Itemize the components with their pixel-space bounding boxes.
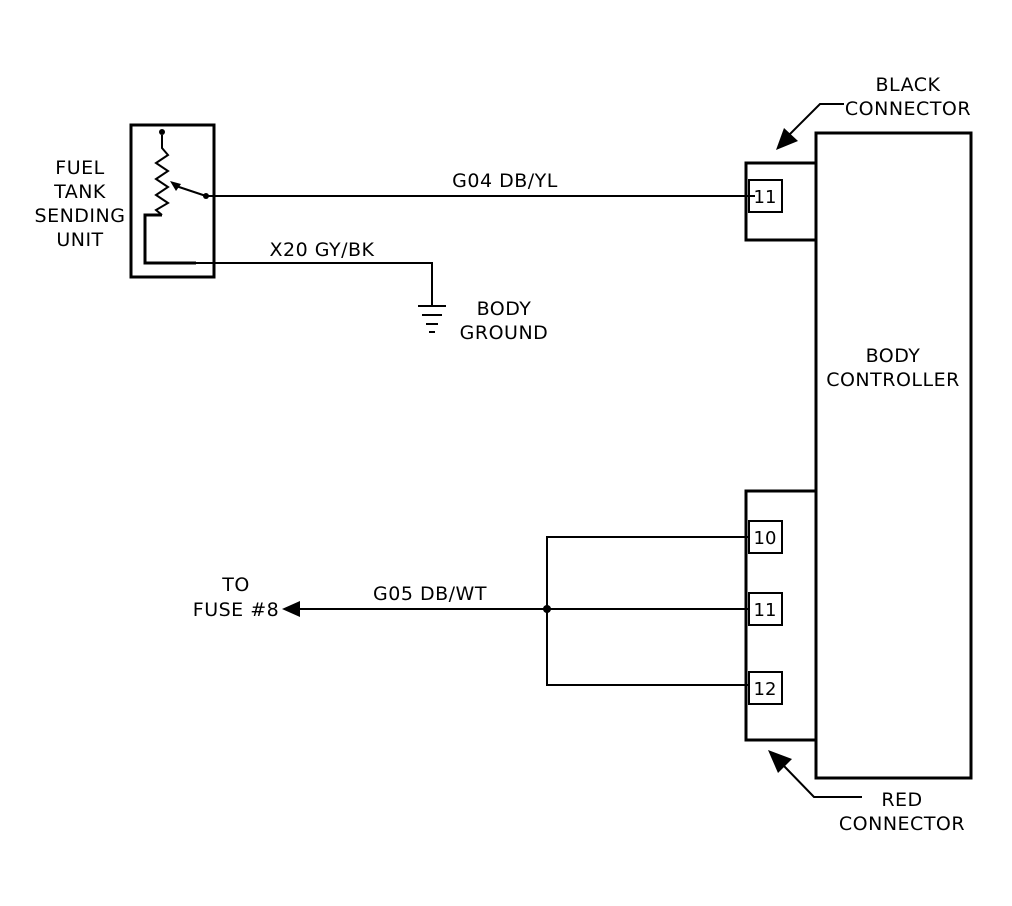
- wire-g05-branches: [546, 536, 749, 686]
- wire-g04-label: G04 DB/YL: [452, 170, 558, 192]
- wire-x20: [196, 262, 433, 306]
- sending-unit-label-line1: FUEL: [55, 157, 104, 179]
- sending-unit-label-line4: UNIT: [56, 229, 103, 251]
- body-controller-label-line1: BODY: [866, 345, 921, 367]
- body-controller: [814, 131, 973, 780]
- red-connector-label-line2: CONNECTOR: [839, 813, 965, 835]
- black-connector-body: [744, 161, 816, 242]
- sending-unit-housing: [129, 123, 216, 279]
- red-connector: 10 11 12: [744, 489, 816, 742]
- internal-ground-path: [143, 213, 196, 265]
- black-connector-pin-11-label: 11: [754, 187, 777, 208]
- wire-g05-label: G05 DB/WT: [373, 583, 487, 605]
- wire-x20-label: X20 GY/BK: [269, 239, 374, 261]
- resistor-wiper: [175, 185, 207, 197]
- resistor-zigzag: [154, 135, 170, 216]
- arrow-left-icon: [282, 601, 300, 617]
- red-connector-pin-11-label: 11: [754, 600, 777, 621]
- wiper-arrow-icon: [170, 181, 181, 191]
- splice-icon: [543, 605, 551, 613]
- red-connector-pin-12-label: 12: [754, 679, 777, 700]
- red-connector-arrow-icon: [768, 750, 792, 773]
- black-connector-label-line1: BLACK: [876, 74, 941, 96]
- ground-icon: [418, 305, 446, 333]
- body-controller-label-line2: CONTROLLER: [826, 369, 960, 391]
- red-connector-body: [744, 489, 816, 742]
- red-connector-label-line1: RED: [881, 789, 922, 811]
- black-connector-label-line2: CONNECTOR: [845, 98, 971, 120]
- red-connector-pin-10-label: 10: [754, 528, 777, 549]
- sending-unit-label-line2: TANK: [53, 181, 106, 203]
- sending-unit-label-line3: SENDING: [35, 205, 126, 227]
- body-ground-label-line2: GROUND: [460, 322, 549, 344]
- red-connector-pointer: [768, 750, 862, 798]
- sending-unit-label: FUEL TANK SENDING UNIT: [35, 157, 126, 251]
- body-ground-label-line1: BODY: [477, 298, 532, 320]
- red-connector-pin-12: [748, 671, 783, 705]
- fuel-tank-sending-unit: [129, 123, 216, 279]
- resistor-top-terminal: [159, 129, 165, 135]
- fuse-label-line1: TO: [221, 574, 250, 596]
- wire-g05: [282, 536, 749, 686]
- black-connector-arrow-icon: [776, 128, 798, 150]
- black-connector-pointer: [776, 103, 844, 150]
- black-connector-pin-11: [748, 179, 783, 213]
- fuse-label-line2: FUSE #8: [193, 599, 279, 621]
- black-connector: 11: [744, 161, 816, 242]
